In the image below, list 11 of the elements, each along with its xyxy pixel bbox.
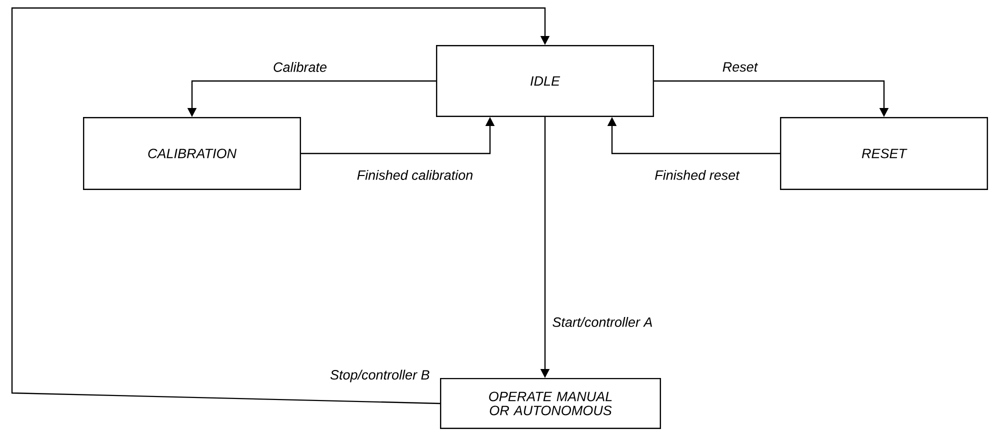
edge-label: Finished reset — [654, 169, 740, 181]
edge-label: Calibrate — [272, 61, 328, 73]
state-box: CALIBRATION — [83, 117, 301, 190]
edge-label: Start/controller A — [551, 316, 654, 328]
edge-label: Reset — [721, 61, 759, 73]
state-box: OPERATE MANUAL OR AUTONOMOUS — [440, 378, 661, 429]
edge-label: Finished calibration — [356, 169, 474, 181]
state-box: IDLE — [436, 45, 654, 117]
arrow — [11, 7, 550, 404]
state-box: RESET — [780, 117, 988, 190]
edge-label: Stop/controller B — [329, 368, 431, 384]
